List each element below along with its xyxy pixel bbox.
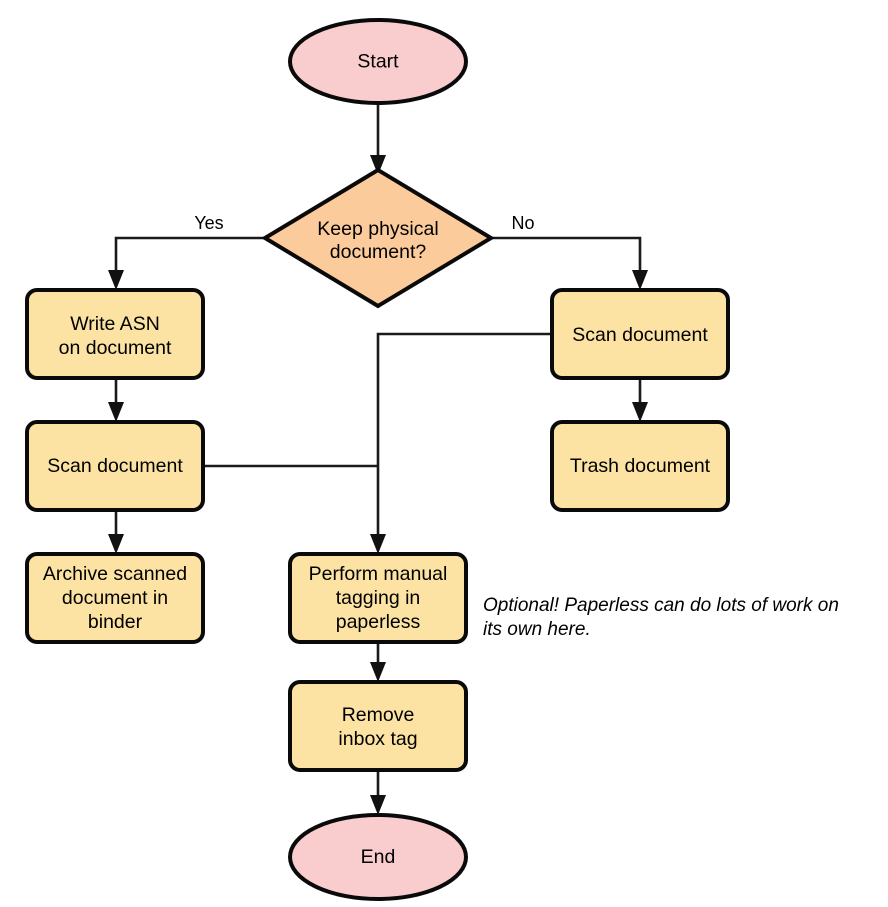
edge-scan-right-to-tagging [370,332,552,554]
edge-decision-no-to-scan-right [491,236,648,290]
edge-label-no: No [511,213,534,233]
node-start[interactable]: Start [288,18,468,105]
node-write-asn[interactable]: Write ASN on document [25,288,205,380]
annotation-optional-note: Optional! Paperless can do lots of work … [483,595,839,640]
node-tagging-label-line2: tagging in [336,587,421,609]
edge-tagging-to-remove-inbox [370,642,386,682]
node-scan-document-left-label: Scan document [47,455,183,477]
edge-label-yes: Yes [194,213,223,233]
node-archive-scanned-document[interactable]: Archive scanned document in binder [25,552,205,644]
node-remove-inbox-label-line2: inbox tag [338,728,417,750]
node-archive-label-line3: binder [88,611,143,633]
node-scan-document-right[interactable]: Scan document [550,288,730,380]
edge-remove-inbox-to-end [370,770,386,815]
node-write-asn-label-line2: on document [59,337,172,359]
node-remove-inbox-label-line1: Remove [342,704,415,726]
node-tagging-label-line3: paperless [336,611,421,633]
node-trash-document-label: Trash document [570,455,711,477]
node-scan-document-left[interactable]: Scan document [25,420,205,512]
node-write-asn-label-line1: Write ASN [70,313,160,335]
node-tagging-label-line1: Perform manual [309,563,448,585]
node-perform-manual-tagging[interactable]: Perform manual tagging in paperless [288,552,468,644]
node-decision-label-line1: Keep physical [317,218,438,240]
node-scan-document-right-label: Scan document [572,324,708,346]
node-end-label: End [361,846,396,868]
node-end[interactable]: End [288,813,468,901]
edge-scan-left-to-archive [108,510,124,554]
node-start-label: Start [357,51,399,73]
node-decision-keep-physical-document[interactable]: Keep physical document? [261,167,495,309]
annotation-optional-note-line1: Optional! Paperless can do lots of work … [483,595,839,616]
node-trash-document[interactable]: Trash document [550,420,730,512]
node-archive-label-line1: Archive scanned [43,563,187,585]
edge-scan-right-to-trash [632,378,648,422]
node-remove-inbox-tag[interactable]: Remove inbox tag [288,680,468,772]
edge-start-to-decision [370,103,386,175]
node-archive-label-line2: document in [62,587,168,609]
edge-write-asn-to-scan-left [108,378,124,422]
edge-decision-yes-to-write-asn [108,236,265,290]
annotation-optional-note-line2: its own here. [483,619,591,640]
node-decision-label-line2: document? [330,241,427,263]
